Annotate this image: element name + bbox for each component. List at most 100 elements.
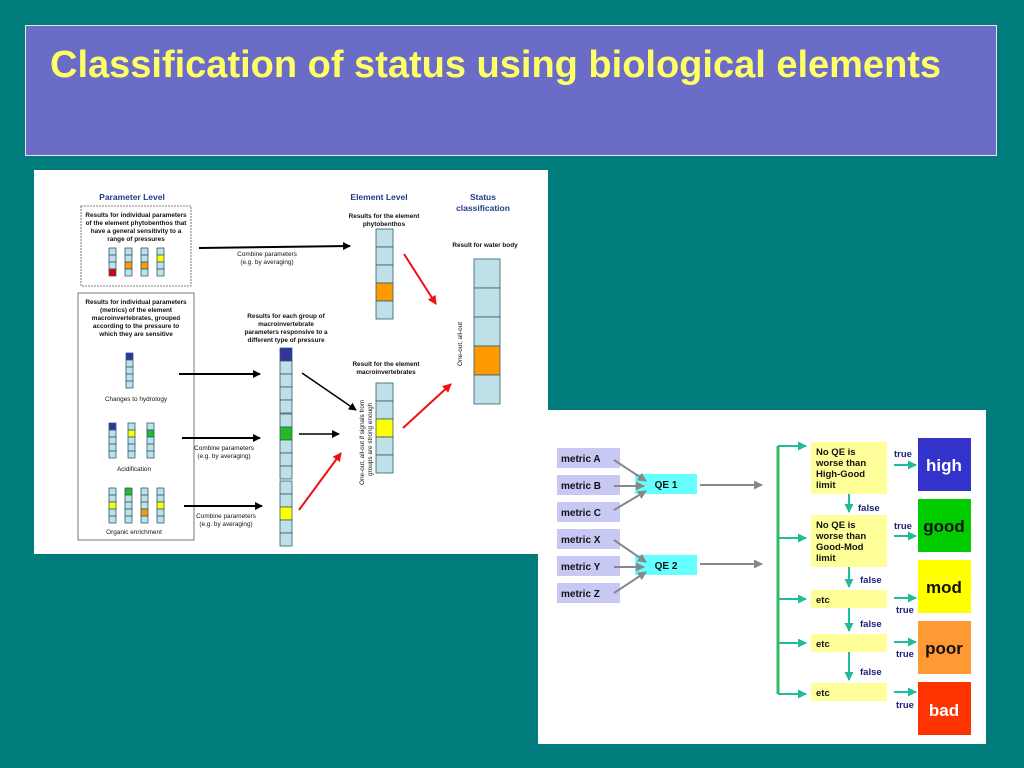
phyto-parameters-box [80, 205, 192, 287]
cond3-line-1: etc [816, 595, 830, 606]
organic-bar-3-cell-5 [140, 515, 149, 524]
group-hydrology-bar-cell-4 [279, 386, 293, 401]
acid-bar-3-cell-5 [146, 450, 155, 459]
condition-high-good-box [811, 442, 887, 494]
hydrology-bar-cell-1 [125, 352, 134, 361]
group-organic-bar-cell-5 [279, 532, 293, 547]
metric-z-label: metric Z [561, 589, 600, 600]
acid-bar-1-cell-2 [108, 429, 117, 438]
one-out-all-out-label: One-out, all-out [457, 322, 464, 366]
arrow-group3-to-macro [298, 452, 342, 511]
qe2-box [635, 555, 697, 575]
group-hydrology-bar-cell-2 [279, 360, 293, 375]
group-text-line-2: macroinvertebrate [258, 321, 314, 328]
phyto-element-cell-3 [375, 264, 394, 284]
combine-1-line-2: (e.g. by averaging) [240, 259, 293, 266]
organic-bar-1-cell-4 [108, 508, 117, 517]
phyto-result-line-2: phytobenthos [363, 221, 406, 228]
water-body-cell-4 [473, 345, 501, 376]
arrow-metric-c-qe1 [613, 490, 647, 511]
phyto-element-cell-4 [375, 282, 394, 302]
macro-mini-bars [108, 352, 165, 524]
cond2-line-1: No QE is [816, 520, 856, 531]
group-hydrology-bar-cell-1 [279, 347, 293, 362]
class-high-box [918, 438, 971, 491]
cond1-line-1: No QE is [816, 447, 856, 458]
cond5-line-1: etc [816, 688, 830, 699]
phyto-bar-1-cell-2 [108, 254, 117, 263]
organic-bar-3-cell-4 [140, 508, 149, 517]
qe2-label: QE 2 [655, 561, 678, 572]
phyto-element-cell-1 [375, 228, 394, 248]
phyto-bar-4-cell-2 [156, 254, 165, 263]
class-poor-label: poor [925, 639, 963, 658]
water-body-cell-1 [473, 258, 501, 289]
false-label-2: false [860, 575, 882, 586]
true-label-5: true [896, 700, 914, 711]
cond1-line-3: High-Good [816, 469, 865, 480]
macro-result-line-1: Result for the element [352, 361, 420, 368]
organic-bar-2-cell-4 [124, 508, 133, 517]
water-body-label: Result for water body [452, 242, 518, 249]
phyto-element-bar [375, 228, 394, 320]
phyto-element-cell-5 [375, 300, 394, 320]
macro-parameters-box [77, 292, 195, 541]
true-label-4: true [896, 649, 914, 660]
macro-box-line-4: according to the pressure to [93, 323, 179, 330]
acid-bar-3-cell-1 [146, 422, 155, 431]
organic-bar-3-cell-3 [140, 501, 149, 510]
acid-bar-2-cell-4 [127, 443, 136, 452]
phyto-box-line-4: range of pressures [107, 236, 165, 243]
phyto-bar-1-cell-4 [108, 268, 117, 277]
organic-bar-4-cell-1 [156, 487, 165, 496]
metric-a-box [557, 448, 620, 468]
phyto-bar-1-cell-3 [108, 261, 117, 270]
arrow-metric-a-qe1 [613, 459, 647, 482]
arrow-phyto-to-waterbody [403, 253, 437, 305]
macro-box-line-1: Results for individual parameters [85, 299, 187, 306]
water-body-cell-5 [473, 374, 501, 405]
phyto-result-line-1: Results for the element [349, 213, 421, 220]
false-label-4: false [860, 667, 882, 678]
phyto-bar-2-cell-2 [124, 254, 133, 263]
group-hydrology-bar-cell-5 [279, 399, 293, 414]
acid-bar-3-cell-2 [146, 429, 155, 438]
phyto-bar-2-cell-1 [124, 247, 133, 256]
organic-bar-4-cell-5 [156, 515, 165, 524]
title-box: Classification of status using biologica… [25, 25, 997, 156]
metric-c-box [557, 502, 620, 522]
phyto-bar-3-cell-4 [140, 268, 149, 277]
group-hydrology-bar-cell-3 [279, 373, 293, 388]
macro-box-line-3: macroinvertebrates, grouped [92, 315, 181, 322]
organic-bar-3-cell-2 [140, 494, 149, 503]
phyto-box-line-2: of the element phytobenthos that [86, 220, 188, 227]
cond2-line-3: Good-Mod [816, 542, 864, 553]
organic-bar-4-cell-3 [156, 501, 165, 510]
pressure-hydrology: Changes to hydrology [105, 396, 168, 403]
water-body-bar [473, 258, 501, 405]
phyto-box-line-3: have a general sensitivity to a [91, 228, 182, 235]
phyto-box-line-1: Results for individual parameters [85, 212, 187, 219]
arrow-macro-to-waterbody [402, 383, 452, 429]
combine-1-line-1: Combine parameters [237, 251, 297, 258]
metric-b-box [557, 475, 620, 495]
class-bad-label: bad [929, 701, 959, 720]
group-acid-bar-cell-3 [279, 439, 293, 454]
macro-box-line-5: which they are sensitive [98, 331, 173, 338]
organic-bar-1-cell-1 [108, 487, 117, 496]
header-parameter-level: Parameter Level [99, 192, 165, 202]
phyto-bar-2-cell-3 [124, 261, 133, 270]
slide-title: Classification of status using biologica… [50, 44, 942, 86]
arrow-metric-z-qe2 [613, 571, 647, 594]
class-poor-box [918, 621, 971, 674]
group-organic-bar-cell-4 [279, 519, 293, 534]
cond1-line-4: limit [816, 480, 836, 491]
acid-bar-2-cell-1 [127, 422, 136, 431]
acid-bar-2-cell-2 [127, 429, 136, 438]
group-acid-bar-cell-5 [279, 465, 293, 480]
metric-b-label: metric B [561, 481, 601, 492]
arrow-phyto-combine [198, 242, 351, 251]
metric-a-label: metric A [561, 454, 601, 465]
phyto-bar-3-cell-1 [140, 247, 149, 256]
class-bad-box [918, 682, 971, 735]
